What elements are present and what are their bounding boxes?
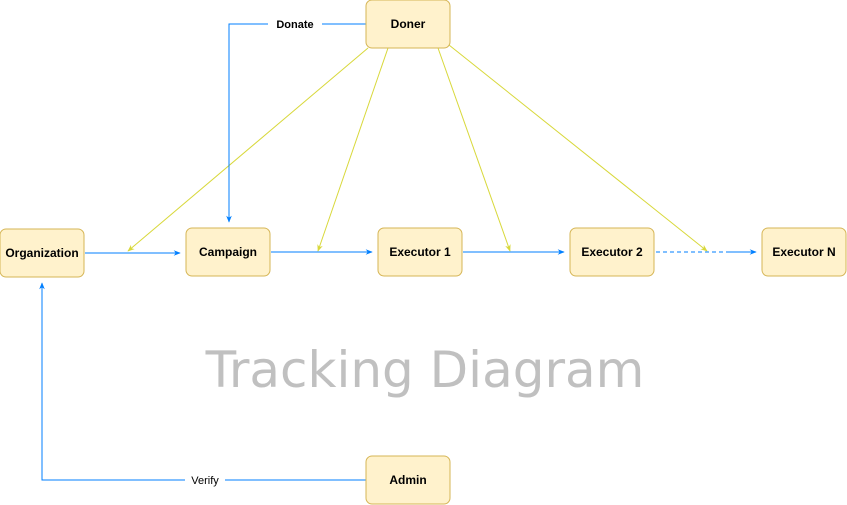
node-organization-label: Organization — [5, 246, 78, 260]
node-campaign[interactable]: Campaign — [185, 227, 271, 277]
edge-doner-to-campaign-link — [317, 47, 389, 252]
flow-edges — [39, 23, 757, 481]
node-doner[interactable]: Doner — [365, 0, 451, 49]
edge-doner-to-organization — [127, 47, 369, 252]
node-executorN[interactable]: Executor N — [761, 227, 847, 277]
node-executor2-label: Executor 2 — [581, 245, 643, 259]
donate-label: Donate — [276, 19, 313, 31]
node-admin-label: Admin — [389, 473, 426, 487]
node-executor1[interactable]: Executor 1 — [377, 227, 463, 277]
doner-edges — [127, 44, 708, 252]
node-executor2[interactable]: Executor 2 — [569, 227, 655, 277]
donate-label-bg — [268, 15, 322, 33]
edge-verify — [39, 282, 366, 481]
edge-donate — [226, 23, 366, 223]
node-organization[interactable]: Organization — [0, 228, 85, 278]
edge-doner-to-executor1-link — [437, 47, 511, 252]
node-executorN-label: Executor N — [772, 245, 835, 259]
diagram-title: Tracking Diagram — [205, 341, 645, 399]
verify-label: Verify — [191, 475, 219, 487]
node-doner-label: Doner — [391, 17, 426, 31]
verify-label-bg — [185, 471, 225, 489]
node-executor1-label: Executor 1 — [389, 245, 451, 259]
edge-doner-to-executor2-link — [448, 44, 708, 252]
node-campaign-label: Campaign — [199, 245, 257, 259]
node-admin[interactable]: Admin — [365, 455, 451, 505]
